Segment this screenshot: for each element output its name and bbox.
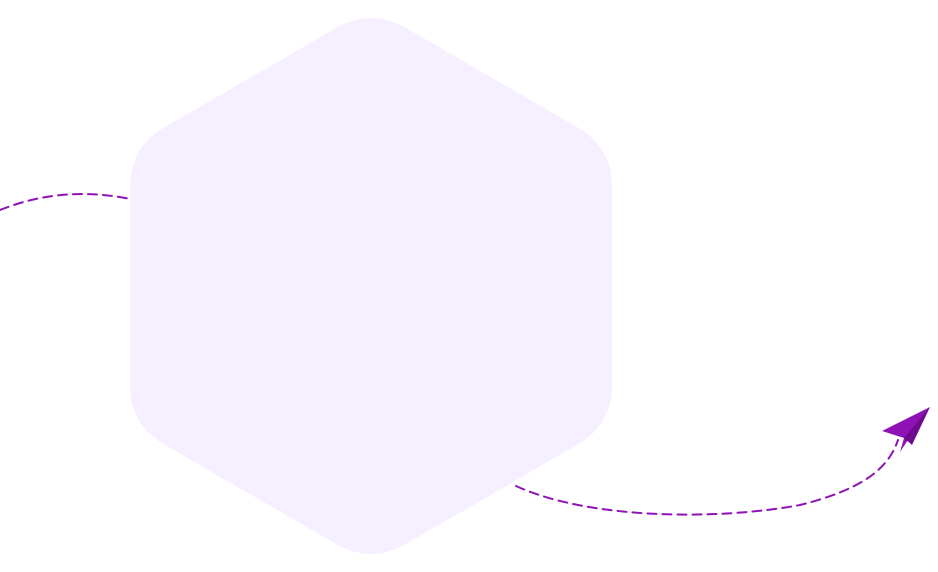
dashed-path-left (0, 193, 136, 211)
hexagon-shape (130, 18, 612, 554)
dashed-path-right (515, 439, 899, 516)
paper-plane-fold (904, 407, 930, 445)
paper-plane-body (882, 407, 930, 452)
paper-plane-icon (882, 407, 930, 452)
